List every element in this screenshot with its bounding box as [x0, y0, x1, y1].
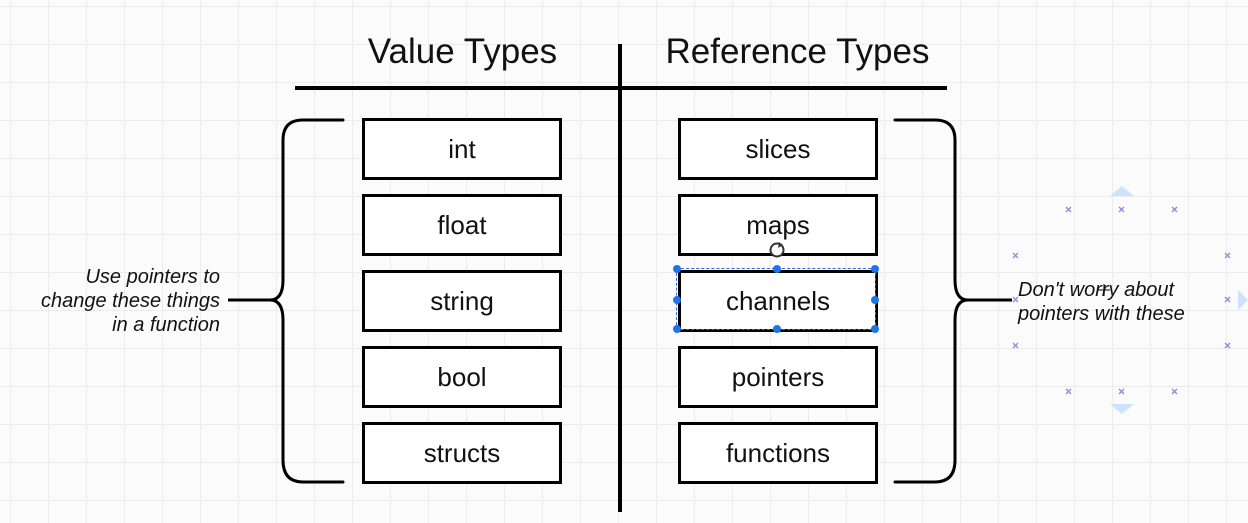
value-type-label: int — [448, 134, 476, 164]
reference-type-label: maps — [746, 210, 810, 240]
value-type-box-bool[interactable]: bool — [362, 346, 562, 408]
reference-type-label: pointers — [731, 362, 825, 392]
reference-type-box-functions[interactable]: functions — [678, 422, 878, 484]
value-type-box-structs[interactable]: structs — [362, 422, 562, 484]
left-annotation-line: Use pointers to — [85, 266, 220, 288]
rotate-cursor-icon — [769, 242, 785, 258]
reference-type-label: slices — [745, 134, 811, 164]
value-type-box-float[interactable]: float — [362, 194, 562, 256]
reference-type-label: channels — [725, 286, 831, 316]
guide-arrow-up-icon — [1110, 186, 1134, 196]
guide-arrow-right-icon — [1238, 290, 1248, 310]
left-annotation-line: in a function — [112, 314, 220, 336]
value-type-label: structs — [423, 438, 501, 468]
right-brace — [893, 118, 969, 484]
value-type-label: string — [430, 286, 494, 316]
resize-handle-bottom[interactable] — [773, 325, 781, 333]
left-brace — [269, 118, 345, 484]
resize-handle-top[interactable] — [773, 265, 781, 273]
move-cursor-icon — [1098, 284, 1110, 296]
reference-type-box-pointers[interactable]: pointers — [678, 346, 878, 408]
resize-handle-right[interactable] — [871, 296, 879, 304]
value-type-box-string[interactable]: string — [362, 270, 562, 332]
resize-handle-left[interactable] — [673, 296, 681, 304]
value-type-label: float — [437, 210, 487, 240]
reference-type-label: functions — [725, 438, 831, 468]
left-annotation-line: change these things — [40, 290, 220, 312]
value-types-heading[interactable]: Value Types — [367, 32, 558, 71]
guide-markers — [1012, 206, 1231, 395]
resize-handle-bottom-right[interactable] — [871, 325, 879, 333]
right-annotation-line: Don't worry about — [1018, 279, 1175, 301]
right-annotation-line: pointers with these — [1018, 303, 1185, 325]
resize-handle-bottom-left[interactable] — [673, 325, 681, 333]
resize-handle-top-left[interactable] — [673, 265, 681, 273]
column-divider[interactable] — [618, 44, 622, 512]
value-type-box-int[interactable]: int — [362, 118, 562, 180]
left-annotation[interactable]: Use pointers to change these things in a… — [20, 265, 220, 337]
reference-type-box-slices[interactable]: slices — [678, 118, 878, 180]
value-type-label: bool — [437, 362, 487, 392]
right-annotation[interactable]: Don't worry about pointers with these — [1018, 278, 1238, 326]
guide-arrow-down-icon — [1110, 404, 1134, 414]
reference-types-heading[interactable]: Reference Types — [665, 32, 930, 71]
resize-handle-top-right[interactable] — [871, 265, 879, 273]
